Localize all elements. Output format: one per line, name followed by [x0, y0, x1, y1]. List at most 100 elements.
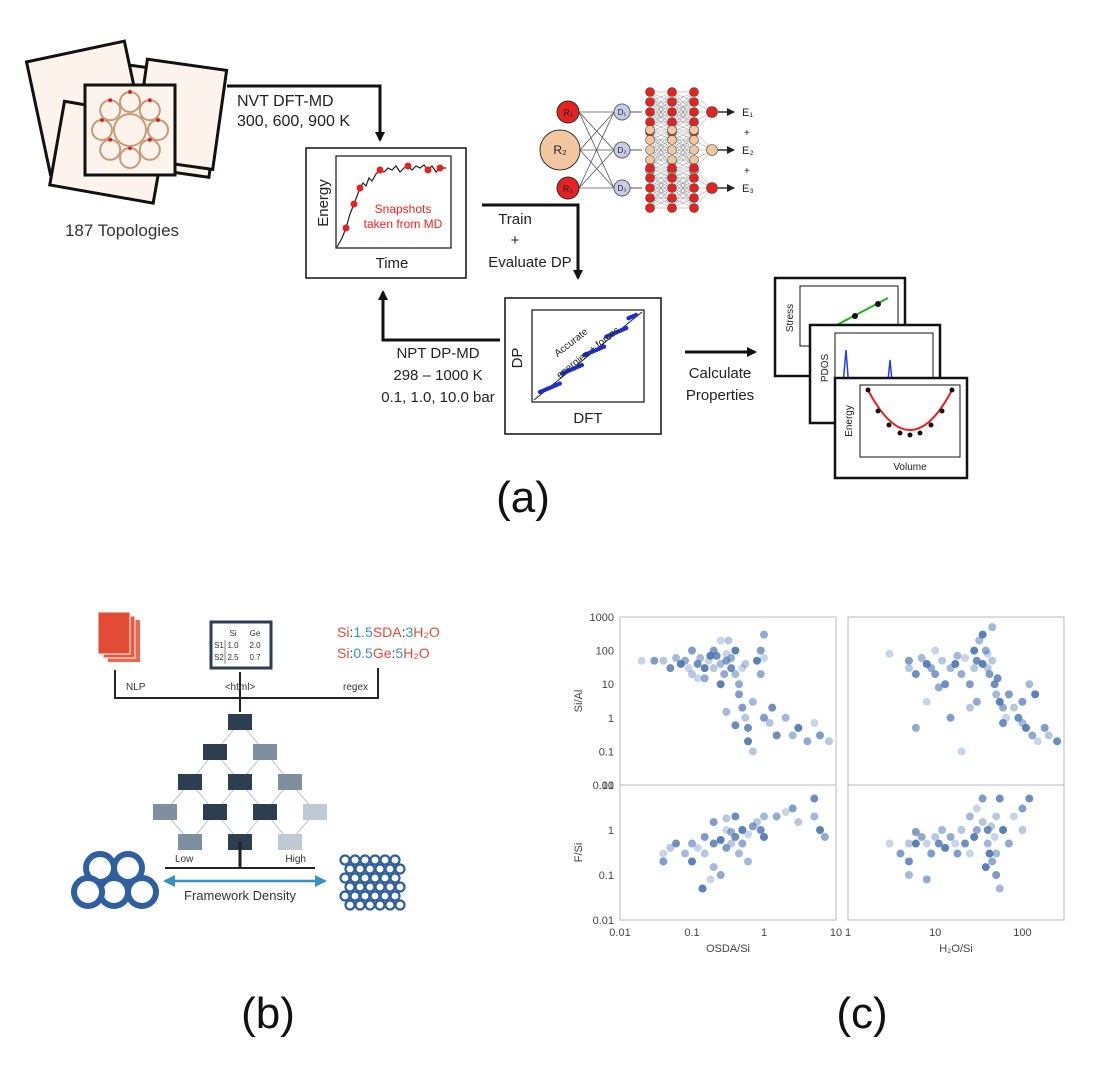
scatter-point [716, 680, 725, 689]
scatter-point [917, 832, 926, 841]
scatter-point [1009, 703, 1018, 712]
scatter-point [992, 871, 1001, 879]
scatter-point [1025, 680, 1034, 689]
scatter-point [748, 822, 757, 831]
scatter-point [995, 697, 1004, 706]
scatter-point [637, 656, 646, 665]
scatter-point [727, 839, 736, 848]
scatter-point [731, 646, 740, 655]
train-label-line3: Evaluate DP [488, 254, 571, 271]
scatter-point [716, 835, 725, 844]
scatter-point [1004, 839, 1013, 848]
scatter-point [885, 839, 894, 848]
x-tick-label: 10 [830, 927, 842, 939]
scatter-point [972, 826, 981, 834]
scatter-point [911, 828, 920, 837]
scatter-point [706, 651, 715, 660]
scatter-point [965, 849, 974, 858]
train-label-line1: Train [498, 211, 532, 228]
scatter-point [957, 747, 966, 756]
nlp-label: NLP [126, 682, 146, 693]
scatter-point [706, 875, 715, 884]
volume-axis-label: Volume [893, 462, 927, 473]
nn-output-label: E₃ [742, 183, 754, 195]
scatter-point [995, 794, 1004, 803]
scatter-point [727, 654, 736, 663]
scatter-point [709, 863, 718, 872]
scatter-point [700, 664, 709, 673]
scatter-point [953, 651, 962, 660]
scatter-point [731, 670, 740, 679]
scatter-matrix: 0.010.11101001000Si/Al0.010.1110F/Si0.01… [573, 612, 1065, 955]
scatter-point [990, 680, 999, 689]
table-row1-name: S1 [214, 641, 224, 650]
scatter-point [803, 737, 812, 746]
table-row1-si: 1.0 [227, 641, 239, 650]
scatter-point [934, 839, 943, 848]
scatter-point [995, 884, 1004, 893]
scatter-point [659, 857, 668, 866]
scatter-point [744, 737, 753, 746]
npt-arrow [378, 290, 500, 342]
scatter-point [753, 656, 762, 665]
train-arrow [482, 203, 583, 280]
panel-c: 0.010.11101001000Si/Al0.010.1110F/Si0.01… [573, 612, 1065, 1038]
x-tick-label: 1 [761, 927, 767, 939]
scatter-point [810, 719, 819, 728]
scatter-point [1031, 690, 1040, 699]
panel-b-label: (b) [241, 989, 295, 1038]
dp-axis-label: DP [509, 348, 526, 369]
scatter-point [666, 664, 675, 673]
scatter-point [983, 826, 992, 834]
scatter-point [938, 826, 947, 834]
scatter-point [738, 664, 747, 673]
table-header-si: Si [229, 629, 236, 638]
scatter-point [720, 670, 729, 679]
scatter-point [953, 849, 962, 858]
scatter-point [816, 826, 825, 834]
scatter-point [700, 832, 709, 841]
nn-output-label: E₁ [742, 107, 753, 119]
scatter-plot-top-right [847, 616, 1065, 786]
scatter-point [756, 670, 765, 679]
topology-stack [24, 39, 229, 205]
scatter-point [696, 654, 705, 663]
nn-descriptor-label: D₂ [618, 146, 627, 155]
scatter-point [927, 664, 936, 673]
scatter-point [659, 849, 668, 858]
scatter-point [810, 812, 819, 821]
dft-axis-label: DFT [573, 410, 602, 427]
scatter-point [788, 804, 797, 813]
scatter-point [990, 832, 999, 841]
npt-label-line2: 298 – 1000 K [393, 367, 482, 384]
calc-label-line1: Calculate [689, 365, 752, 382]
scatter-point [946, 832, 955, 841]
nn-descriptor-label: D₃ [617, 184, 626, 193]
scatter-point [735, 680, 744, 689]
scatter-point [904, 871, 913, 879]
energy-time-box: Energy Time Snapshots taken from MD [305, 147, 467, 279]
table-row2-name: S2 [214, 653, 224, 662]
formula-2: Si:0.5Ge:5H₂O [337, 645, 430, 661]
scatter-point [765, 719, 774, 728]
scatter-point [951, 659, 960, 668]
y-tick-label: 1 [608, 825, 614, 837]
scatter-point [970, 646, 979, 655]
scatter-point [988, 656, 997, 665]
scatter-point [772, 731, 781, 740]
scatter-point [985, 849, 994, 858]
scatter-point [978, 794, 987, 803]
scatter-point [709, 818, 718, 827]
scatter-point [688, 670, 696, 679]
scatter-point [978, 630, 987, 639]
scatter-point [716, 871, 725, 879]
scatter-point [981, 646, 990, 655]
scatter-point [978, 818, 987, 827]
x-tick-label: 10 [929, 927, 941, 939]
scatter-point [731, 812, 740, 821]
scatter-point [983, 839, 992, 848]
y-tick-label: 0.1 [599, 746, 614, 758]
y-axis-label: F/Si [573, 843, 585, 863]
scatter-point [970, 832, 979, 841]
scatter-point [748, 697, 757, 706]
